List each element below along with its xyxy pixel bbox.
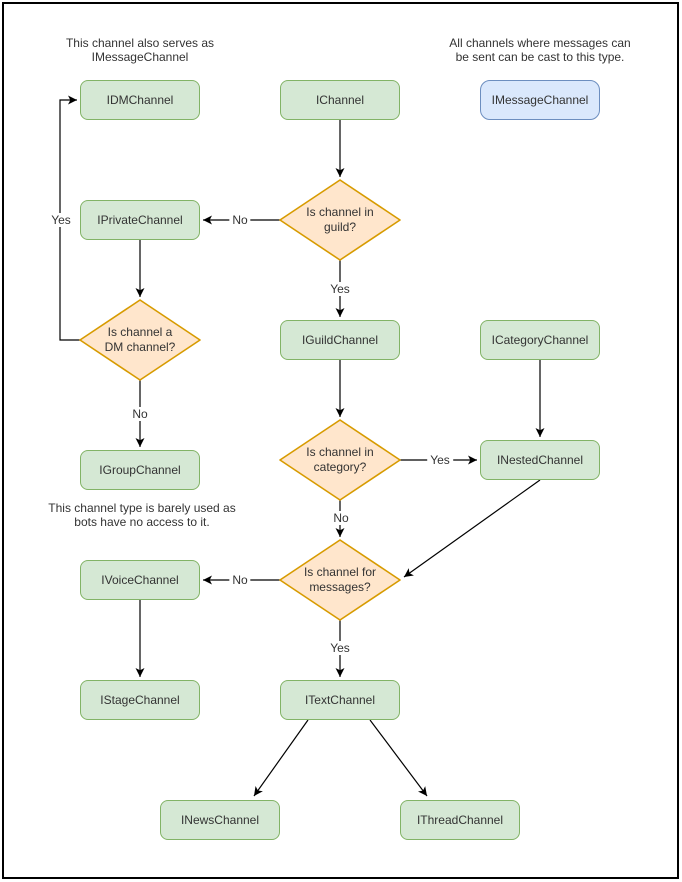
decision-in-category-shape	[279, 419, 401, 501]
decision-line: DM channel?	[104, 340, 176, 354]
decision-in-guild-label: Is channel in guild?	[280, 180, 400, 260]
decision-is-dm-label: Is channel a DM channel?	[80, 300, 200, 380]
decision-line: messages?	[309, 580, 371, 594]
edge-itextchannel-to-ithreadchannel	[369, 719, 428, 797]
decision-in-category-label: Is channel in category?	[280, 420, 400, 500]
note-line: IMessageChannel	[91, 50, 189, 64]
note-line: This channel also serves as	[65, 36, 215, 50]
edge-label-messages-no: No	[229, 573, 251, 587]
node-iprivatechannel: IPrivateChannel	[80, 200, 200, 240]
node-ithreadchannel: IThreadChannel	[400, 800, 520, 840]
node-idmchannel: IDMChannel	[80, 80, 200, 120]
node-iguildchannel: IGuildChannel	[280, 320, 400, 360]
edge-itextchannel-to-inewschannel	[253, 719, 309, 797]
node-ivoicechannel: IVoiceChannel	[80, 560, 200, 600]
note-line: All channels where messages can	[449, 36, 631, 50]
node-imessagechannel: IMessageChannel	[480, 80, 600, 120]
edge-label-category-no: No	[330, 511, 352, 525]
edge-label-dm-no: No	[129, 407, 151, 421]
decision-line: Is channel in	[306, 445, 374, 459]
edge-label-category-yes: Yes	[427, 453, 453, 467]
decision-for-messages-shape	[279, 539, 401, 621]
decision-in-guild-shape	[279, 179, 401, 261]
decision-line: category?	[313, 460, 367, 474]
edge-label-guild-yes: Yes	[327, 282, 353, 296]
note-idmchannel: This channel also serves as IMessageChan…	[20, 36, 260, 64]
node-itextchannel: ITextChannel	[280, 680, 400, 720]
note-imessagechannel: All channels where messages can be sent …	[420, 36, 660, 64]
decision-line: Is channel in	[306, 205, 374, 219]
edge-label-messages-yes: Yes	[327, 641, 353, 655]
node-istagechannel: IStageChannel	[80, 680, 200, 720]
decision-line: guild?	[323, 220, 357, 234]
node-igroupchannel: IGroupChannel	[80, 450, 200, 490]
decision-is-dm-shape	[79, 299, 201, 381]
decision-line: Is channel for	[303, 565, 377, 579]
note-line: This channel type is barely used as	[48, 501, 236, 515]
node-icategorychannel: ICategoryChannel	[480, 320, 600, 360]
node-inewschannel: INewsChannel	[160, 800, 280, 840]
node-ichannel: IChannel	[280, 80, 400, 120]
node-inestedchannel: INestedChannel	[480, 440, 600, 480]
edge-label-dm-yes: Yes	[48, 213, 74, 227]
note-line: be sent can be cast to this type.	[455, 50, 625, 64]
note-line: bots have no access to it.	[74, 515, 210, 529]
decision-line: Is channel a	[107, 325, 173, 339]
edge-label-guild-no: No	[229, 213, 251, 227]
decision-for-messages-label: Is channel for messages?	[280, 540, 400, 620]
edge-inestedchannel-to-messages-decision	[403, 479, 541, 578]
note-igroupchannel: This channel type is barely used as bots…	[22, 501, 262, 529]
